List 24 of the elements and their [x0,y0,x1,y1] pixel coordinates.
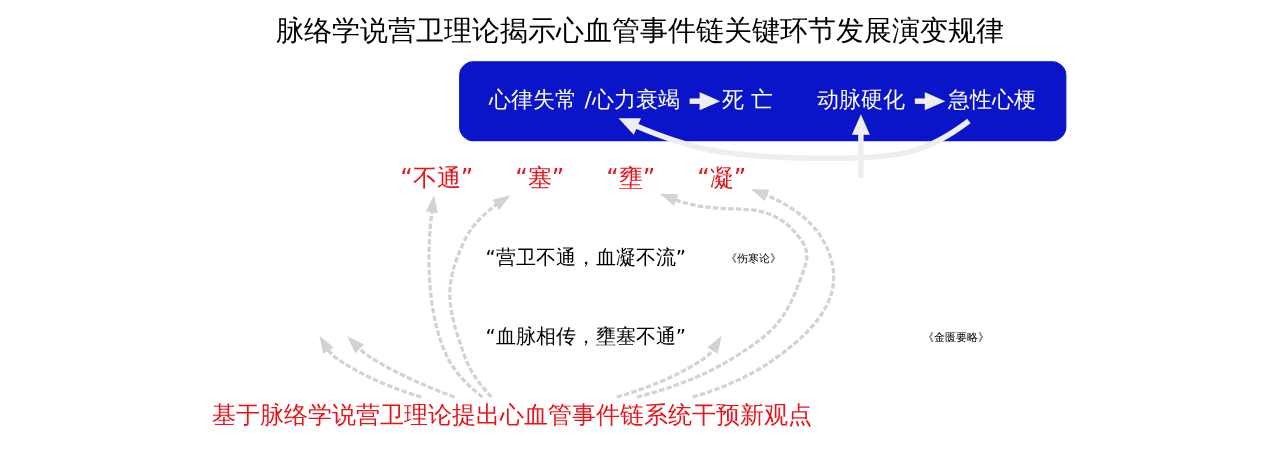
diagram-title: 脉络学说营卫理论揭示心血管事件链关键环节发展演变规律 [276,13,1004,47]
node-text: 基于脉络学说营卫理论提出心血管事件链系统干预新观点 [212,401,813,430]
arrow [851,114,870,178]
arrow [347,336,455,399]
node-text: “不通” [400,164,474,193]
arrow [616,335,722,399]
arrow [448,195,511,399]
arrow [692,188,836,399]
label: 《伤寒论》 [725,251,781,265]
node-text: “壅” [606,164,656,193]
label: “营卫不通，血凝不流” [485,245,686,269]
node-text: “凝” [697,164,747,193]
cluster [459,61,1067,142]
arrow [636,193,809,399]
arrow [618,118,971,162]
label: “血脉相传，壅塞不通” [485,324,686,348]
node-text: 急性心梗 [948,86,1037,112]
arrow [319,335,422,399]
node-text: “塞” [515,164,565,193]
node-text: 死 亡 [722,86,774,112]
node-text: 动脉硬化 [816,86,905,112]
arrow [425,194,484,399]
label: 《金匮要略》 [923,330,990,344]
node-text: 心律失常 /心力衰竭 [489,86,680,112]
